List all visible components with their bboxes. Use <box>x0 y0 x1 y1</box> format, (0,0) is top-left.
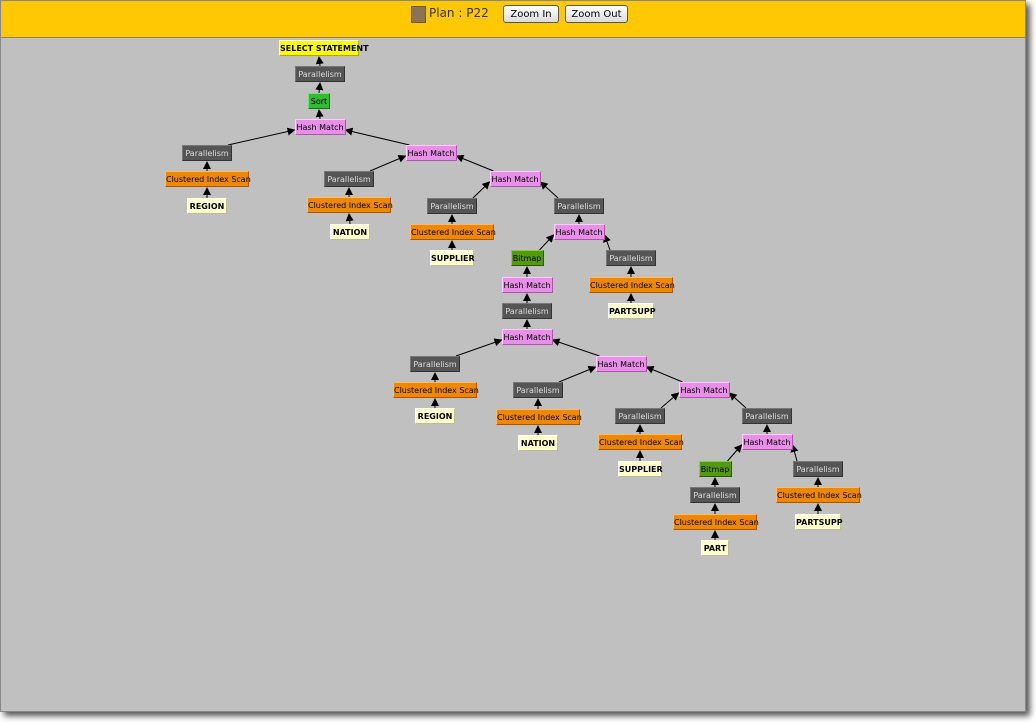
plan-edge-arrow <box>472 181 491 199</box>
plan-node-bitmap[interactable]: Bitmap <box>510 250 544 266</box>
plan-node-part[interactable]: PART <box>701 540 729 556</box>
plan-node-clustered-index-scan[interactable]: Clustered Index Scan <box>393 382 479 398</box>
plan-node-region[interactable]: REGION <box>187 198 227 214</box>
plan-node-hash-match[interactable]: Hash Match <box>678 382 730 398</box>
plan-node-bitmap[interactable]: Bitmap <box>698 461 732 477</box>
plan-edge-arrow <box>344 127 410 146</box>
plan-edge-arrow <box>345 213 354 225</box>
plan-node-clustered-index-scan[interactable]: Clustered Index Scan <box>496 409 582 425</box>
plan-edge-arrow <box>315 82 324 94</box>
plan-node-clustered-index-scan[interactable]: Clustered Index Scan <box>673 514 759 530</box>
plan-node-hash-match[interactable]: Hash Match <box>489 171 541 187</box>
plan-node-hash-match[interactable]: Hash Match <box>501 329 553 345</box>
plan-node-supplier[interactable]: SUPPLIER <box>430 250 475 266</box>
plan-node-clustered-index-scan[interactable]: Clustered Index Scan <box>165 171 251 187</box>
plan-node-select-statement[interactable]: SELECT STATEMENT <box>279 40 369 56</box>
plan-node-nation[interactable]: NATION <box>518 435 558 451</box>
plan-node-partsupp[interactable]: PARTSUPP <box>795 514 843 530</box>
plan-edge-arrow <box>790 444 799 462</box>
plan-edge-arrow <box>539 234 555 251</box>
plan-edges <box>203 56 822 540</box>
plan-node-clustered-index-scan[interactable]: Clustered Index Scan <box>589 277 675 293</box>
plan-edge-arrow <box>455 338 503 357</box>
plan-node-hash-match[interactable]: Hash Match <box>501 277 553 293</box>
plan-node-parallelism[interactable]: Parallelism <box>606 250 656 266</box>
plan-edge-arrow <box>558 365 597 383</box>
plan-node-partsupp[interactable]: PARTSUPP <box>608 303 656 319</box>
plan-color-swatch <box>411 6 426 23</box>
plan-node-parallelism[interactable]: Parallelism <box>182 145 232 161</box>
plan-edge-arrow <box>728 392 747 409</box>
plan-node-hash-match[interactable]: Hash Match <box>741 434 793 450</box>
toolbar: Plan : P22 Zoom In Zoom Out <box>1 1 1025 38</box>
plan-node-parallelism[interactable]: Parallelism <box>410 356 460 372</box>
plan-edge-arrow <box>727 444 743 462</box>
plan-node-hash-match[interactable]: Hash Match <box>553 224 605 240</box>
plan-node-nation[interactable]: NATION <box>330 224 370 240</box>
plan-edge-arrow <box>455 154 494 172</box>
plan-edge-arrow <box>315 109 324 120</box>
plan-edge-arrow <box>539 181 559 199</box>
plan-node-parallelism[interactable]: Parallelism <box>427 198 477 214</box>
plan-viewer-window: Plan : P22 Zoom In Zoom Out SELECT STATE… <box>0 0 1026 712</box>
plan-node-parallelism[interactable]: Parallelism <box>295 66 345 82</box>
plan-node-hash-match[interactable]: Hash Match <box>595 356 647 372</box>
plan-node-parallelism[interactable]: Parallelism <box>502 303 552 319</box>
plan-node-clustered-index-scan[interactable]: Clustered Index Scan <box>598 434 684 450</box>
plan-edge-arrow <box>227 127 296 146</box>
plan-node-clustered-index-scan[interactable]: Clustered Index Scan <box>307 197 393 213</box>
plan-node-clustered-index-scan[interactable]: Clustered Index Scan <box>410 224 496 240</box>
plan-node-region[interactable]: REGION <box>415 408 455 424</box>
plan-edge-arrow <box>603 234 611 251</box>
plan-node-parallelism[interactable]: Parallelism <box>615 408 665 424</box>
plan-edge-arrow <box>551 338 600 357</box>
plan-node-hash-match[interactable]: Hash Match <box>405 145 457 161</box>
plan-edge-arrow <box>660 392 680 409</box>
plan-node-parallelism[interactable]: Parallelism <box>690 487 740 503</box>
plan-title: Plan : P22 <box>429 6 489 20</box>
plan-node-clustered-index-scan[interactable]: Clustered Index Scan <box>776 487 862 503</box>
plan-node-parallelism[interactable]: Parallelism <box>793 461 843 477</box>
zoom-out-button[interactable]: Zoom Out <box>565 5 628 23</box>
plan-node-supplier[interactable]: SUPPLIER <box>618 461 663 477</box>
plan-edge-arrow <box>315 56 324 67</box>
plan-node-parallelism[interactable]: Parallelism <box>324 171 374 187</box>
zoom-in-button[interactable]: Zoom In <box>503 5 559 23</box>
plan-node-sort[interactable]: Sort <box>308 93 330 109</box>
plan-node-parallelism[interactable]: Parallelism <box>554 198 604 214</box>
plan-node-hash-match[interactable]: Hash Match <box>294 119 346 135</box>
plan-node-parallelism[interactable]: Parallelism <box>742 408 792 424</box>
plan-node-parallelism[interactable]: Parallelism <box>513 382 563 398</box>
plan-edge-arrow <box>645 366 683 383</box>
plan-edge-arrow <box>369 155 407 172</box>
